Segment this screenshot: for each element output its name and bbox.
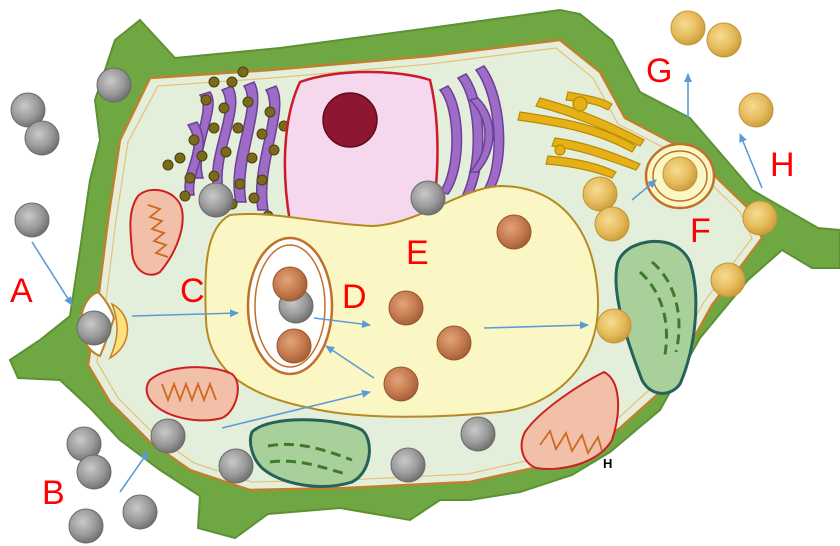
label-f: F [690,212,711,250]
brown-particle [384,367,418,401]
gold-particle [583,177,617,211]
label-b: B [42,474,65,512]
grey-particle [77,311,111,345]
arrow-b-entry [120,452,148,492]
gold-particle [595,207,629,241]
grey-particle [391,448,425,482]
gold-particle [597,309,631,343]
label-h: H [770,146,795,184]
brown-particle [497,215,531,249]
grey-particle [123,495,157,529]
gold-particle [739,93,773,127]
grey-particle [77,455,111,489]
label-e: E [406,234,429,272]
gold-particle [707,23,741,57]
grey-particle [199,183,233,217]
grey-particle [69,509,103,543]
gold-particle [663,157,697,191]
label-a: A [10,272,33,310]
gold-particle [671,11,705,45]
grey-particle [461,417,495,451]
small-mark-h: H [603,456,612,471]
gold-particle [743,201,777,235]
grey-particle [219,449,253,483]
brown-particle [437,326,471,360]
grey-particle [411,181,445,215]
grey-particle [151,419,185,453]
label-c: C [180,272,205,310]
brown-particle [273,267,307,301]
label-d: D [342,278,367,316]
brown-particle [389,291,423,325]
nucleolus [323,93,377,147]
grey-particle [25,121,59,155]
grey-particle [97,68,131,102]
gold-particle [711,263,745,297]
brown-particle [277,329,311,363]
label-g: G [646,52,672,90]
grey-particle [15,203,49,237]
arrow-a-entry [32,242,72,305]
